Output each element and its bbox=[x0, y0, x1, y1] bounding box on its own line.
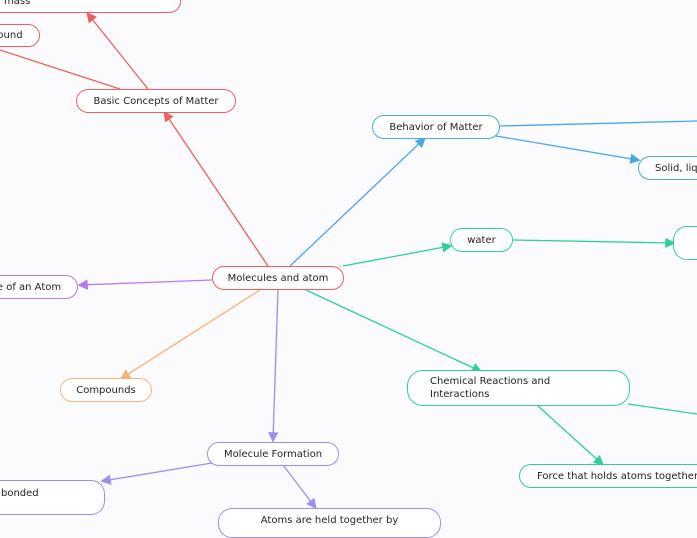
node-solid-label: Solid, liq bbox=[655, 162, 697, 174]
node-molecule-formation[interactable]: Molecule Formation bbox=[207, 442, 339, 466]
node-structure-atom-label: e of an Atom bbox=[0, 281, 62, 293]
edge-center-molecule bbox=[268, 289, 279, 443]
node-mass-label: mass bbox=[4, 0, 31, 7]
edge-molecule-atoms bbox=[282, 464, 317, 510]
node-behavior[interactable]: Behavior of Matter bbox=[372, 115, 500, 139]
node-basic-concepts-label: Basic Concepts of Matter bbox=[93, 95, 219, 107]
edge-molecule-bonded bbox=[100, 462, 213, 485]
node-center-molecules-atom[interactable]: Molecules and atom bbox=[212, 266, 344, 290]
edge-basic-mass bbox=[86, 11, 149, 90]
connector-layer bbox=[0, 11, 697, 510]
node-molecule-formation-label: Molecule Formation bbox=[223, 448, 323, 460]
node-chemical-reactions[interactable]: Chemical Reactions and Interactions bbox=[407, 370, 630, 406]
node-chemical-label: Chemical Reactions and Interactions bbox=[430, 376, 551, 400]
node-solid[interactable]: Solid, liq bbox=[638, 156, 697, 180]
node-water[interactable]: water bbox=[450, 228, 513, 252]
edge-behavior-solid bbox=[495, 135, 641, 164]
edge-chemical-force bbox=[537, 405, 604, 466]
edge-center-chemical bbox=[305, 289, 483, 373]
node-bonded-label: bonded bbox=[1, 488, 39, 499]
edge-center-water bbox=[342, 242, 453, 267]
node-compound-top[interactable]: ound bbox=[0, 24, 40, 47]
node-mass[interactable]: mass bbox=[0, 0, 181, 13]
node-compounds-label: Compounds bbox=[76, 384, 136, 396]
node-compounds[interactable]: Compounds bbox=[60, 378, 152, 402]
edge-center-compounds bbox=[119, 289, 261, 380]
edge-basic-compound bbox=[0, 49, 121, 90]
node-teal-right[interactable] bbox=[673, 226, 697, 260]
edge-center-atom bbox=[77, 279, 213, 290]
edge-center-behavior bbox=[289, 137, 426, 267]
node-force-label: Force that holds atoms together bbox=[537, 470, 697, 482]
node-compound-top-label: ound bbox=[0, 30, 23, 41]
node-atoms-held-label: Atoms are held together by bbox=[260, 515, 399, 526]
node-basic-concepts[interactable]: Basic Concepts of Matter bbox=[76, 89, 236, 113]
node-atoms-held[interactable]: Atoms are held together by bbox=[218, 508, 441, 538]
edge-water-right bbox=[512, 237, 676, 249]
node-behavior-label: Behavior of Matter bbox=[389, 121, 483, 133]
node-water-label: water bbox=[467, 234, 496, 246]
edge-behavior-right bbox=[499, 120, 697, 127]
edge-center-basic bbox=[163, 110, 269, 267]
node-center-label: Molecules and atom bbox=[227, 272, 329, 284]
node-bonded[interactable]: bonded bbox=[0, 480, 105, 515]
node-structure-atom[interactable]: e of an Atom bbox=[0, 275, 78, 299]
edge-chemical-right bbox=[627, 403, 697, 415]
node-force[interactable]: Force that holds atoms together bbox=[519, 464, 697, 488]
